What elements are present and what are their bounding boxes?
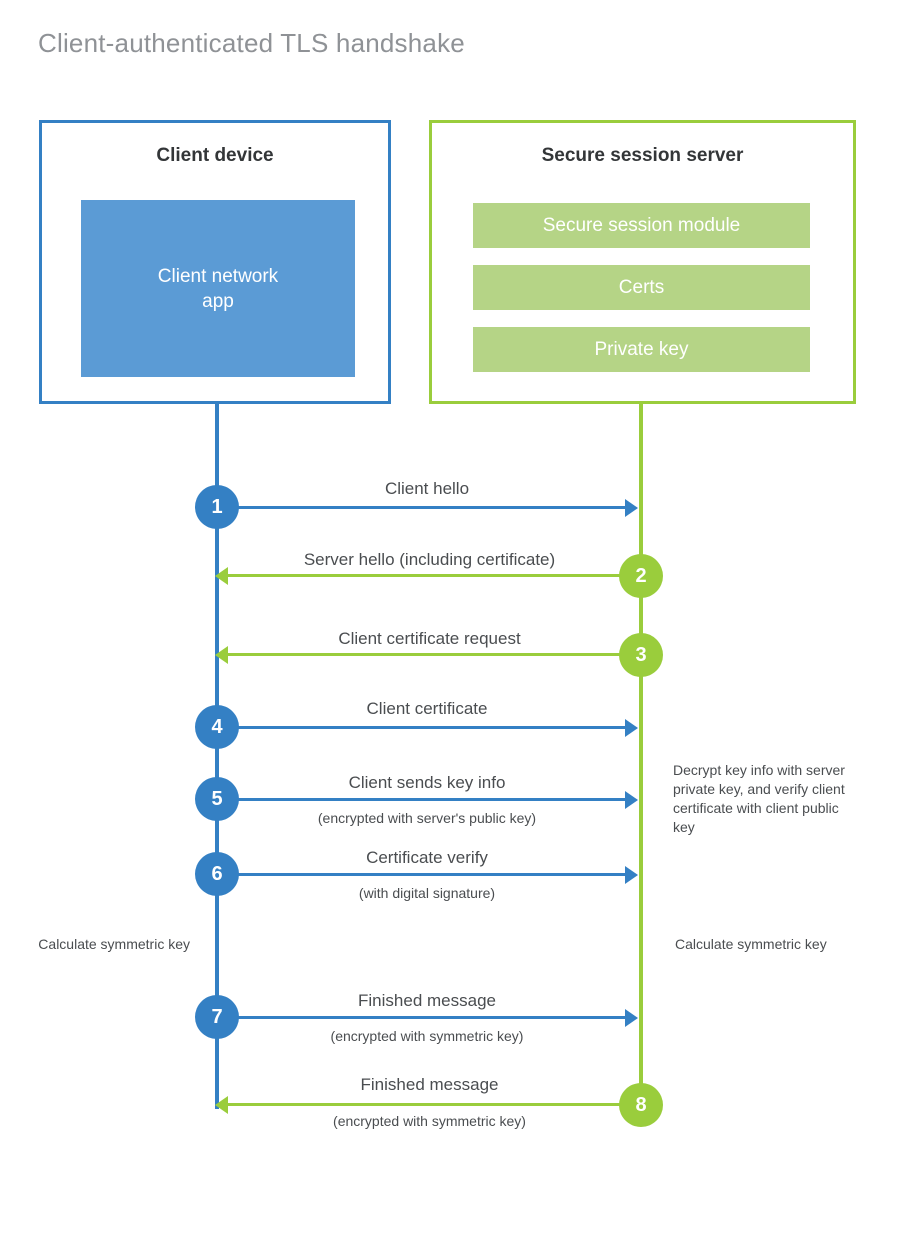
arrowhead-left-icon bbox=[215, 646, 228, 664]
message-arrow-5 bbox=[217, 798, 627, 801]
server-component-secure-session-module: Secure session module bbox=[473, 203, 810, 248]
message-arrow-4 bbox=[217, 726, 627, 729]
message-label-1: Client hello bbox=[384, 479, 470, 498]
message-label-3: Client certificate request bbox=[338, 629, 521, 648]
note-client-calculate-symmetric-key: Calculate symmetric key bbox=[38, 936, 190, 952]
step-circle-7[interactable]: 7 bbox=[195, 995, 239, 1039]
arrowhead-left-icon bbox=[215, 1096, 228, 1114]
step-circle-3[interactable]: 3 bbox=[619, 633, 663, 677]
message-sublabel-8: (encrypted with symmetric key) bbox=[333, 1113, 526, 1129]
message-arrow-2 bbox=[228, 574, 641, 577]
page-title: Client-authenticated TLS handshake bbox=[38, 28, 465, 58]
client-device-box: Client device Client network app bbox=[39, 120, 391, 404]
client-network-app-block: Client network app bbox=[81, 200, 355, 377]
arrowhead-right-icon bbox=[625, 719, 638, 737]
note-server-decrypt: Decrypt key info with server private key… bbox=[673, 762, 845, 835]
step-circle-2[interactable]: 2 bbox=[619, 554, 663, 598]
server-lifeline bbox=[639, 404, 643, 1105]
message-arrow-8 bbox=[228, 1103, 641, 1106]
step-circle-5[interactable]: 5 bbox=[195, 777, 239, 821]
secure-session-server-title: Secure session server bbox=[541, 145, 744, 166]
server-component-private-key: Private key bbox=[473, 327, 810, 372]
message-arrow-3 bbox=[228, 653, 641, 656]
client-network-app-label: Client network app bbox=[158, 264, 278, 314]
step-circle-4[interactable]: 4 bbox=[195, 705, 239, 749]
secure-session-server-box: Secure session server Secure session mod… bbox=[429, 120, 856, 404]
arrowhead-right-icon bbox=[625, 1009, 638, 1027]
client-device-title: Client device bbox=[156, 145, 274, 166]
arrowhead-left-icon bbox=[215, 567, 228, 585]
arrowhead-right-icon bbox=[625, 866, 638, 884]
note-server-calculate-symmetric-key: Calculate symmetric key bbox=[675, 936, 827, 952]
arrowhead-right-icon bbox=[625, 791, 638, 809]
step-circle-1[interactable]: 1 bbox=[195, 485, 239, 529]
message-label-7: Finished message bbox=[358, 991, 496, 1010]
step-circle-8[interactable]: 8 bbox=[619, 1083, 663, 1127]
message-label-5: Client sends key info bbox=[348, 773, 506, 792]
client-lifeline bbox=[215, 404, 219, 1109]
message-sublabel-5: (encrypted with server's public key) bbox=[317, 810, 537, 826]
message-sublabel-6: (with digital signature) bbox=[358, 885, 496, 901]
arrowhead-right-icon bbox=[625, 499, 638, 517]
client-app-label-line2: app bbox=[202, 290, 234, 312]
message-arrow-1 bbox=[217, 506, 627, 509]
message-label-8: Finished message bbox=[360, 1075, 499, 1094]
message-arrow-7 bbox=[217, 1016, 627, 1019]
message-label-2: Server hello (including certificate) bbox=[303, 550, 556, 569]
step-circle-6[interactable]: 6 bbox=[195, 852, 239, 896]
server-component-certs: Certs bbox=[473, 265, 810, 310]
message-label-4: Client certificate bbox=[366, 699, 488, 718]
message-arrow-6 bbox=[217, 873, 627, 876]
message-sublabel-7: (encrypted with symmetric key) bbox=[330, 1028, 524, 1044]
client-app-label-line1: Client network bbox=[157, 265, 279, 287]
message-label-6: Certificate verify bbox=[366, 848, 488, 867]
